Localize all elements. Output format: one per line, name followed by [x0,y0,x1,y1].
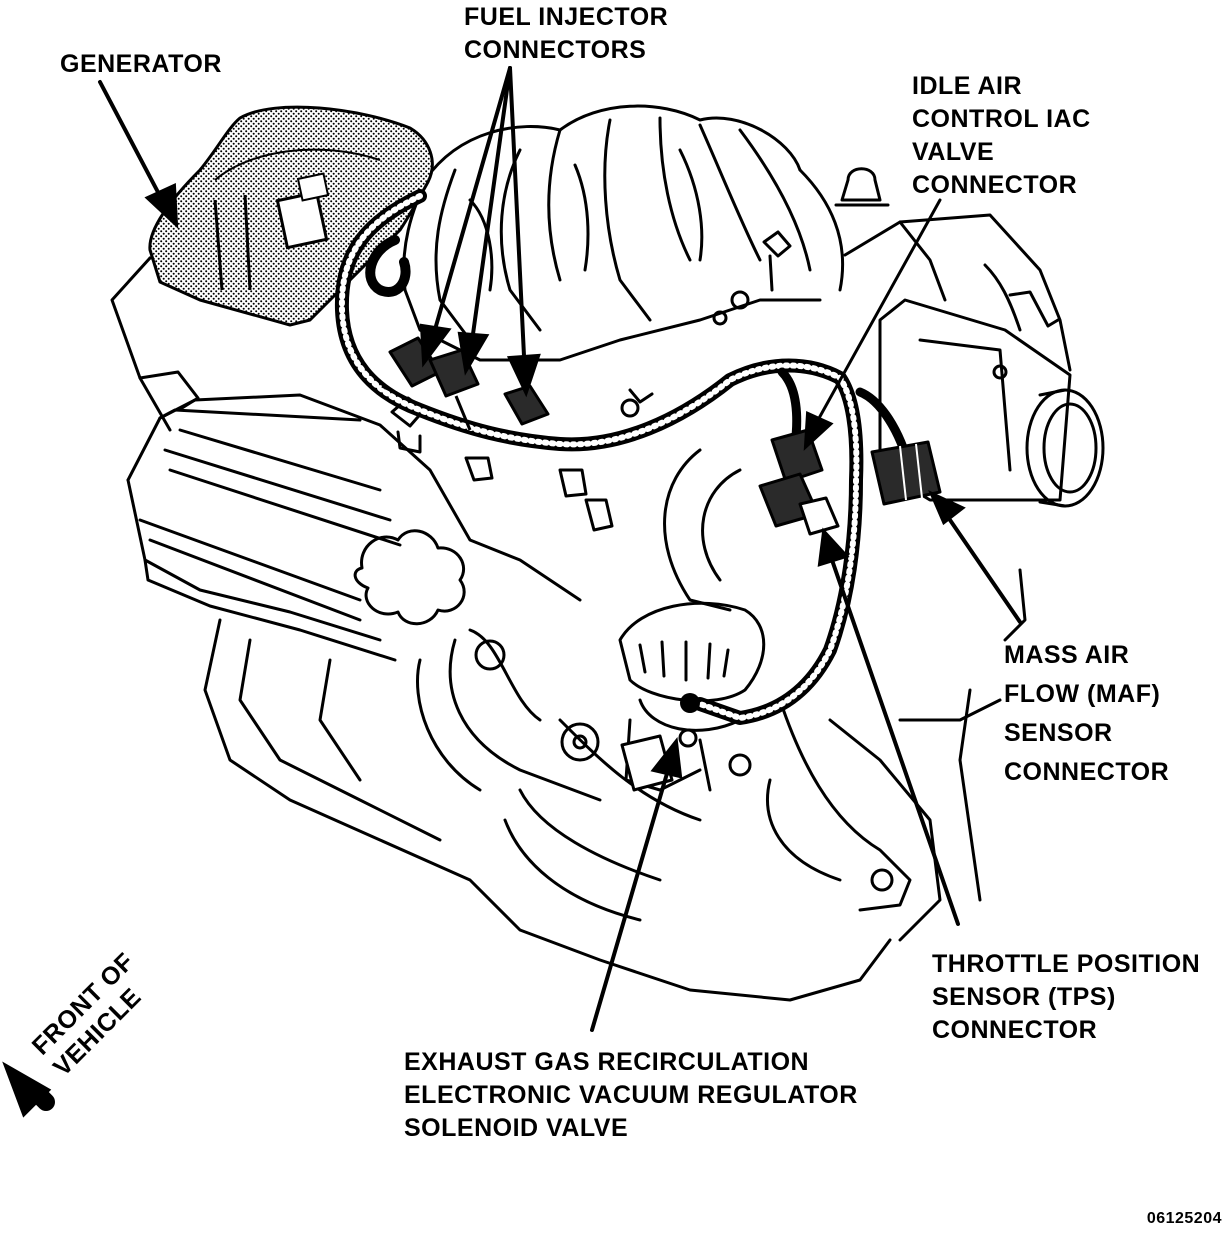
label-tps-line-3: CONNECTOR [932,1016,1098,1044]
engine-block [110,248,1027,1002]
label-fuel-injector-connectors: FUEL INJECTOR CONNECTORS [464,1,668,67]
wiring-harness [334,189,935,725]
label-egr-solenoid-valve: EXHAUST GAS RECIRCULATION ELECTRONIC VAC… [404,1046,858,1145]
label-maf-line-3: SENSOR [1004,719,1113,747]
label-iac-line-1: IDLE AIR [912,72,1023,100]
label-egr-line-1: EXHAUST GAS RECIRCULATION [404,1048,810,1076]
arrowhead-tps [817,527,850,567]
leader-fuel-injector-3 [508,66,526,358]
label-maf-line-4: CONNECTOR [1004,758,1170,786]
connector-cluster [381,336,942,792]
arrowhead-maf [928,489,966,526]
generator-unit [148,105,434,327]
leader-lines [2,66,1022,1118]
label-tps-line-1: THROTTLE POSITION [932,950,1201,978]
figure-code: 06125204 [1146,1210,1222,1227]
leader-generator [98,80,162,198]
leader-fuel-injector-1 [434,66,512,328]
label-egr-line-2: ELECTRONIC VACUUM REGULATOR [404,1081,858,1109]
leader-tps [830,558,960,926]
leader-fuel-injector-2 [471,66,512,336]
label-iac-line-2: CONTROL IAC [912,105,1091,133]
leader-iac [816,198,942,422]
arrowhead-fuel-injector-2 [457,331,490,376]
label-fuel-injector-line-2: CONNECTORS [464,36,647,64]
arrowhead-egr [650,736,683,779]
label-tps-line-2: SENSOR (TPS) [932,983,1116,1011]
label-egr-line-3: SOLENOID VALVE [404,1114,629,1142]
arrowhead-fuel-injector-3 [506,353,541,398]
label-fuel-injector-line-1: FUEL INJECTOR [464,3,669,31]
label-generator: GENERATOR [60,48,222,81]
label-iac-line-3: VALVE [912,138,995,166]
leader-egr [590,768,670,1032]
label-iac-valve-connector: IDLE AIR CONTROL IAC VALVE CONNECTOR [912,70,1091,202]
intake-manifold [390,104,1105,792]
label-maf-line-1: MASS AIR [1004,641,1130,669]
label-tps-connector: THROTTLE POSITION SENSOR (TPS) CONNECTOR [932,948,1200,1047]
label-maf-sensor-connector: MASS AIR FLOW (MAF) SENSOR CONNECTOR [1004,636,1169,792]
label-generator-line: GENERATOR [60,50,222,78]
label-maf-line-2: FLOW (MAF) [1004,680,1161,708]
arrowhead-iac [803,410,834,451]
arrowhead-generator [144,182,179,229]
label-iac-line-4: CONNECTOR [912,171,1078,199]
leader-maf [948,518,1022,624]
arrowhead-fuel-injector-1 [419,323,452,368]
